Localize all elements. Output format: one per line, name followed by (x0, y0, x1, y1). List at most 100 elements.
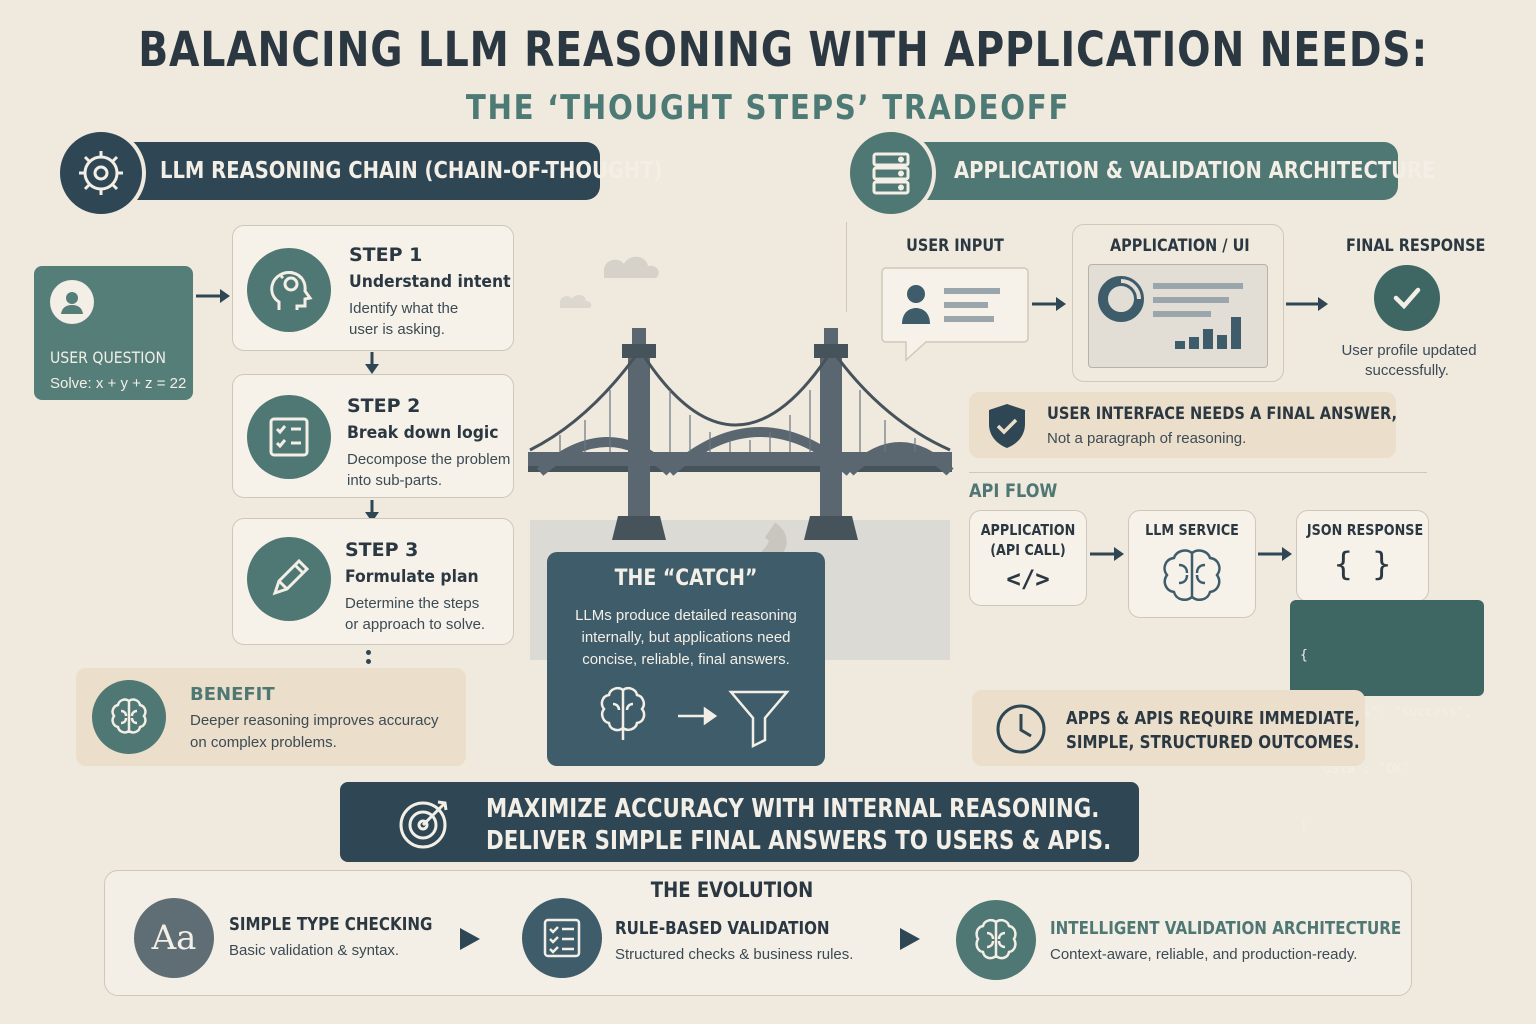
json-response-card: JSON RESPONSE { } (1296, 510, 1429, 602)
step-1-title: STEP 1 (349, 244, 423, 266)
checkmark-icon (1393, 287, 1421, 310)
step-2-desc-line1: Decompose the problem (347, 451, 511, 468)
arrow-question-to-step1 (196, 289, 230, 303)
evolution-stage-3-desc: Context-aware, reliable, and production-… (1050, 946, 1358, 963)
catch-line2: internally, but applications need (581, 629, 791, 646)
section-divider (846, 222, 847, 312)
step-2-subtitle: Break down logic (347, 423, 499, 443)
api-flow-label: API FLOW (969, 480, 1058, 502)
step-3-desc-line2: or approach to solve. (345, 616, 486, 633)
step-3-title: STEP 3 (345, 539, 419, 561)
intelligent-brain-icon (975, 918, 1017, 960)
user-question-label: USER QUESTION (50, 348, 166, 367)
banner-line1: MAXIMIZE ACCURACY WITH INTERNAL REASONIN… (486, 794, 1100, 824)
step-1-subtitle: Understand intent (349, 272, 511, 292)
continuation-dots (366, 650, 372, 664)
user-input-bubble (881, 267, 1029, 362)
llm-brain-icon (1163, 549, 1221, 601)
key-takeaway-banner: MAXIMIZE ACCURACY WITH INTERNAL REASONIN… (340, 782, 1139, 862)
ui-note-title: USER INTERFACE NEEDS A FINAL ANSWER, (1047, 404, 1398, 424)
benefit-desc-line1: Deeper reasoning improves accuracy (190, 712, 439, 729)
user-question-box: USER QUESTION Solve: x + y + z = 22 (34, 266, 193, 400)
benefit-desc-line2: on complex problems. (190, 734, 337, 751)
ui-note-desc: Not a paragraph of reasoning. (1047, 430, 1247, 447)
brain-gear-icon (79, 151, 123, 195)
step-3-icon-circle (247, 537, 331, 621)
evolution-panel (104, 870, 1412, 996)
step-2-title: STEP 2 (347, 395, 421, 417)
application-ui-label: APPLICATION / UI (1110, 236, 1250, 256)
json-code-block: { "status": "success", "data": "OK" } (1290, 600, 1484, 834)
arrow-app-to-llm (1090, 547, 1124, 561)
evolution-stage-3-title: INTELLIGENT VALIDATION ARCHITECTURE (1050, 918, 1402, 939)
api-divider (969, 472, 1427, 473)
evolution-stage-2-desc: Structured checks & business rules. (615, 946, 854, 963)
arrow-llm-to-json (1258, 547, 1292, 561)
final-response-text-line2: successfully. (1365, 362, 1449, 379)
user-avatar-icon (50, 280, 94, 324)
catch-title: THE “CATCH” (614, 566, 758, 591)
final-response-text-line1: User profile updated (1341, 342, 1477, 359)
page-title: BALANCING LLM REASONING WITH APPLICATION… (138, 22, 1429, 78)
api-application-card: APPLICATION (API CALL) </> (969, 510, 1087, 606)
brain-icon (111, 698, 147, 734)
benefit-box: BENEFIT Deeper reasoning improves accura… (76, 668, 466, 766)
banner-line2: DELIVER SIMPLE FINAL ANSWERS TO USERS & … (486, 826, 1112, 856)
benefit-title: BENEFIT (190, 684, 275, 705)
checklist-icon (269, 417, 309, 457)
json-code-line4: } (1300, 819, 1308, 834)
arrow-step1-to-step2 (365, 352, 379, 374)
left-section-header: LLM REASONING CHAIN (CHAIN-OF-THOUGHT) (110, 142, 663, 200)
dashboard-chart-icon (1098, 276, 1243, 349)
step-1-desc-line1: Identify what the (349, 300, 459, 317)
json-code-line1: { (1300, 648, 1308, 663)
reasoning-icon-circle (56, 128, 146, 218)
final-response-check-circle (1374, 265, 1440, 331)
right-section-header: APPLICATION & VALIDATION ARCHITECTURE (900, 142, 1435, 200)
evolution-stage-1-desc: Basic validation & syntax. (229, 942, 400, 959)
evolution-title: THE EVOLUTION (650, 878, 814, 902)
ui-note-box: USER INTERFACE NEEDS A FINAL ANSWER, Not… (969, 392, 1398, 458)
final-response-label: FINAL RESPONSE (1346, 236, 1486, 256)
catch-line1: LLMs produce detailed reasoning (575, 607, 797, 624)
step-3-card: STEP 3 Formulate plan Determine the step… (232, 518, 514, 645)
step-1-desc-line2: user is asking. (349, 321, 445, 338)
head-lightbulb-icon (270, 271, 313, 310)
pencil-icon (272, 558, 310, 596)
step-2-desc-line2: into sub-parts. (347, 472, 443, 489)
apps-note-line2: SIMPLE, STRUCTURED OUTCOMES. (1066, 732, 1360, 753)
shield-check-icon (989, 404, 1025, 448)
evolution-stage-2-title: RULE-BASED VALIDATION (615, 918, 830, 939)
benefit-icon-circle (92, 680, 166, 754)
step-1-card: STEP 1 Understand intent Identify what t… (232, 225, 514, 351)
json-braces-icon: { } (1333, 545, 1392, 583)
llm-service-card: LLM SERVICE (1128, 510, 1256, 618)
clock-icon (996, 704, 1046, 754)
step-2-card: STEP 2 Break down logic Decompose the pr… (232, 374, 514, 498)
api-application-label-line2: (API CALL) (990, 541, 1066, 559)
apps-note-box: APPS & APIS REQUIRE IMMEDIATE, SIMPLE, S… (972, 690, 1365, 766)
evolution-stage-2-icon (522, 898, 602, 978)
application-ui-card (1072, 224, 1284, 382)
user-input-label: USER INPUT (906, 236, 1004, 256)
evolution-stage-1-icon: Aa (134, 898, 214, 978)
step-1-icon-circle (247, 248, 331, 332)
user-question-text: Solve: x + y + z = 22 (50, 375, 187, 392)
application-ui-screen (1088, 264, 1268, 368)
evolution-arrow-1 (460, 928, 480, 950)
checklist-validation-icon (543, 918, 581, 958)
step-2-icon-circle (247, 395, 331, 479)
architecture-icon-circle (846, 128, 936, 218)
right-section-header-text: APPLICATION & VALIDATION ARCHITECTURE (954, 158, 1436, 184)
server-stack-icon (872, 152, 910, 195)
evolution-stage-1-title: SIMPLE TYPE CHECKING (229, 914, 433, 935)
target-icon (399, 800, 448, 849)
left-section-header-text: LLM REASONING CHAIN (CHAIN-OF-THOUGHT) (160, 158, 663, 184)
step-3-subtitle: Formulate plan (345, 567, 479, 587)
apps-note-line1: APPS & APIS REQUIRE IMMEDIATE, (1066, 708, 1361, 729)
code-brackets-icon: </> (1006, 565, 1050, 593)
brain-to-funnel-icon (600, 686, 790, 749)
type-letters-icon: Aa (151, 918, 197, 958)
evolution-arrow-2 (900, 928, 920, 950)
api-application-label-line1: APPLICATION (980, 521, 1076, 539)
